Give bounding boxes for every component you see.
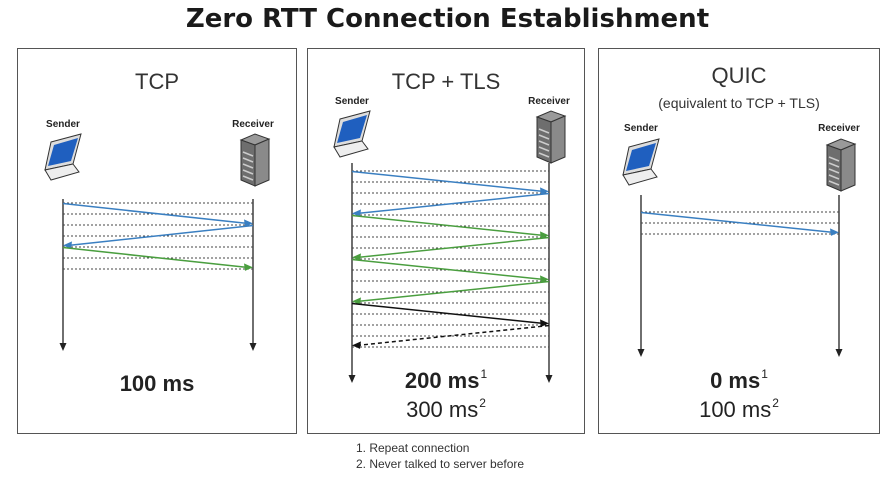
message-arrow (357, 324, 550, 347)
message-arrowhead (540, 319, 549, 327)
time-secondary: 300 ms (406, 397, 479, 422)
sender-lifeline-arrow (348, 375, 356, 383)
message-arrow (351, 302, 544, 325)
timing: 100 ms (18, 371, 296, 397)
message-arrowhead (540, 275, 549, 283)
message-arrow (62, 246, 248, 269)
footnote-marker: 1 (761, 367, 768, 381)
message-arrowhead (540, 231, 549, 239)
footnote-marker: 2 (479, 396, 486, 410)
panel-title: QUIC (711, 63, 767, 88)
server-icon (825, 138, 857, 192)
sender-lifeline-arrow (637, 349, 645, 357)
panel-quic: QUIC (equivalent to TCP + TLS) Sender Re… (598, 48, 880, 434)
panel-title: TCP (135, 69, 179, 94)
time-primary: 0 ms (710, 368, 761, 393)
message-arrow (357, 280, 550, 303)
laptop-icon (44, 133, 82, 181)
message-arrowhead (830, 228, 839, 236)
page-title: Zero RTT Connection Establishment (185, 4, 710, 34)
message-arrow (351, 170, 544, 193)
time-secondary: 100 ms (699, 397, 772, 422)
message-arrowhead (352, 341, 361, 349)
message-arrowhead (63, 241, 72, 249)
message-arrow (351, 258, 544, 281)
message-arrow (357, 192, 550, 215)
receiver-label: Receiver (818, 123, 860, 134)
footnote-marker: 2 (772, 396, 779, 410)
message-arrow (62, 202, 248, 225)
panel-title: TCP + TLS (391, 69, 501, 94)
sender-lifeline-arrow (59, 343, 67, 351)
message-arrow (351, 214, 544, 237)
footnote-marker: 1 (480, 367, 488, 381)
sequence-diagram (622, 138, 857, 357)
footnote-1: 1. Repeat connection (356, 441, 470, 455)
message-arrowhead (244, 219, 253, 227)
message-arrow (68, 224, 254, 247)
footnote-2: 2. Never talked to server before (356, 457, 525, 471)
laptop-icon (622, 138, 660, 186)
receiver-lifeline-arrow (249, 343, 257, 351)
panel-tcp: TCP Sender Receiver 100 ms (17, 48, 297, 434)
time-primary: 100 ms (119, 371, 195, 396)
sender-label: Sender (624, 123, 658, 134)
timing: 200 ms1 300 ms2 (308, 367, 584, 423)
message-arrowhead (244, 263, 253, 271)
message-arrowhead (352, 297, 361, 305)
message-arrow (357, 236, 550, 259)
message-arrowhead (352, 209, 361, 217)
message-arrowhead (540, 187, 549, 195)
message-arrowhead (352, 253, 361, 261)
laptop-icon (333, 110, 371, 158)
timing: 0 ms1 100 ms2 (599, 367, 879, 423)
sender-label: Sender (335, 96, 369, 107)
sequence-diagram (44, 133, 271, 351)
receiver-lifeline-arrow (545, 375, 553, 383)
server-icon (535, 110, 567, 164)
time-primary: 200 ms (404, 368, 480, 393)
message-arrow (640, 211, 834, 234)
receiver-label: Receiver (528, 96, 570, 107)
sender-label: Sender (46, 119, 80, 130)
panel-tcp-tls: TCP + TLS Sender Receiver 200 ms1 300 ms… (307, 48, 585, 434)
panel-subtitle: (equivalent to TCP + TLS) (658, 95, 820, 111)
receiver-lifeline-arrow (835, 349, 843, 357)
receiver-label: Receiver (232, 119, 274, 130)
server-icon (239, 133, 271, 187)
sequence-diagram (333, 110, 567, 383)
